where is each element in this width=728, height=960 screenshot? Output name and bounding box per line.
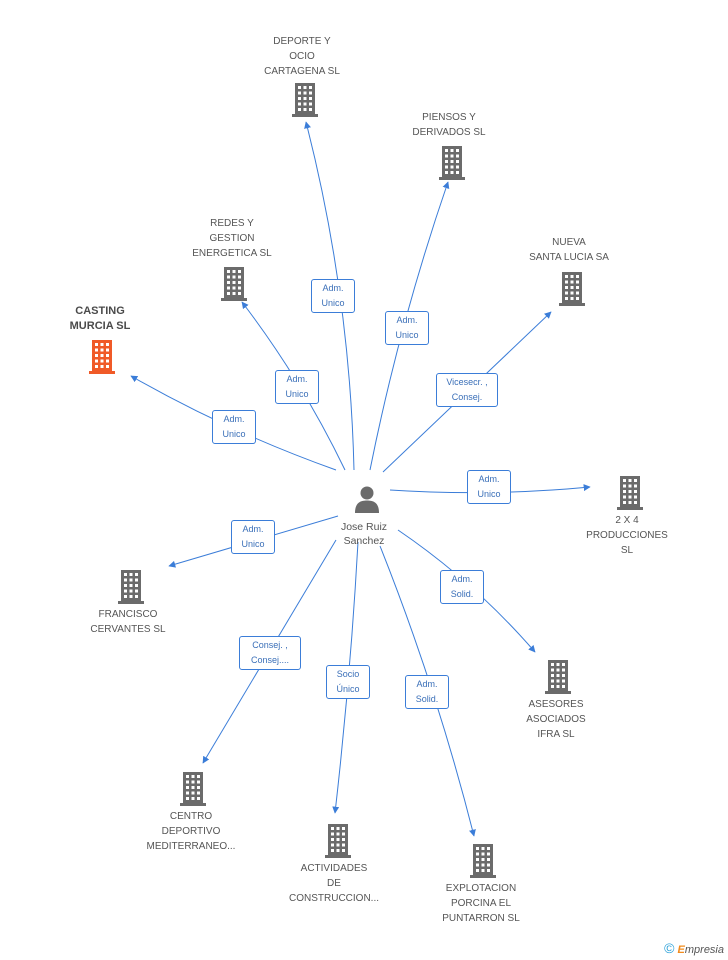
company-label-asesores[interactable]: ASESORES ASOCIADOS IFRA SL [526,699,586,740]
company-label-centro[interactable]: CENTRO DEPORTIVO MEDITERRANEO... [146,811,236,852]
role-label-casting: Adm. Unico [212,410,256,444]
role-label-piensos: Adm. Unico [385,311,429,345]
building-icon [545,660,571,694]
company-node-nueva[interactable] [556,271,588,312]
building-icon [325,824,351,858]
company-label-explotacion[interactable]: EXPLOTACION PORCINA EL PUNTARRON SL [442,883,520,924]
company-node-2x4[interactable] [614,475,646,516]
building-icon [470,844,496,878]
center-person[interactable] [340,484,394,514]
company-label-francisco[interactable]: FRANCISCO CERVANTES SL [90,609,166,635]
company-label-casting[interactable]: CASTING MURCIA SL [69,305,131,332]
company-label-actividades[interactable]: ACTIVIDADES DE CONSTRUCCION... [289,863,379,904]
role-label-deporte: Adm. Unico [311,279,355,313]
company-node-actividades[interactable] [322,823,354,864]
company-node-asesores[interactable] [542,659,574,700]
company-node-centro[interactable] [177,771,209,812]
company-node-explotacion[interactable] [467,843,499,884]
company-node-piensos[interactable] [436,145,468,186]
role-label-centro: Consej. , Consej.... [239,636,301,670]
building-icon [89,340,115,374]
role-label-redes: Adm. Unico [275,370,319,404]
person-icon [355,486,379,513]
copyright-symbol: © [664,940,675,956]
role-label-actividades: Socio Único [326,665,370,699]
building-icon [292,83,318,117]
role-label-explotacion: Adm. Solid. [405,675,449,709]
center-person-name: Jose Ruiz Sanchez [340,521,388,547]
building-icon [118,570,144,604]
company-label-redes[interactable]: REDES Y GESTION ENERGETICA SL [192,218,272,259]
footer-brand: © Empresia [664,940,724,956]
company-label-2x4[interactable]: 2 X 4 PRODUCCIONES SL [586,515,668,556]
company-node-deporte[interactable] [289,82,321,123]
company-label-piensos[interactable]: PIENSOS Y DERIVADOS SL [412,112,486,138]
role-label-nueva: Vicesecr. , Consej. [436,373,498,407]
company-node-francisco[interactable] [115,569,147,610]
company-node-redes[interactable] [218,266,250,307]
company-label-nueva[interactable]: NUEVA SANTA LUCIA SA [529,237,609,263]
building-icon [221,267,247,301]
company-label-deporte[interactable]: DEPORTE Y OCIO CARTAGENA SL [264,36,340,77]
building-icon [180,772,206,806]
building-icon [617,476,643,510]
role-label-francisco: Adm. Unico [231,520,275,554]
building-icon [439,146,465,180]
building-icon [559,272,585,306]
brand-logo-letter: E [677,944,685,956]
role-label-2x4: Adm. Unico [467,470,511,504]
company-node-casting[interactable] [86,339,118,380]
role-label-asesores: Adm. Solid. [440,570,484,604]
brand-logo-text: mpresia [684,944,724,956]
